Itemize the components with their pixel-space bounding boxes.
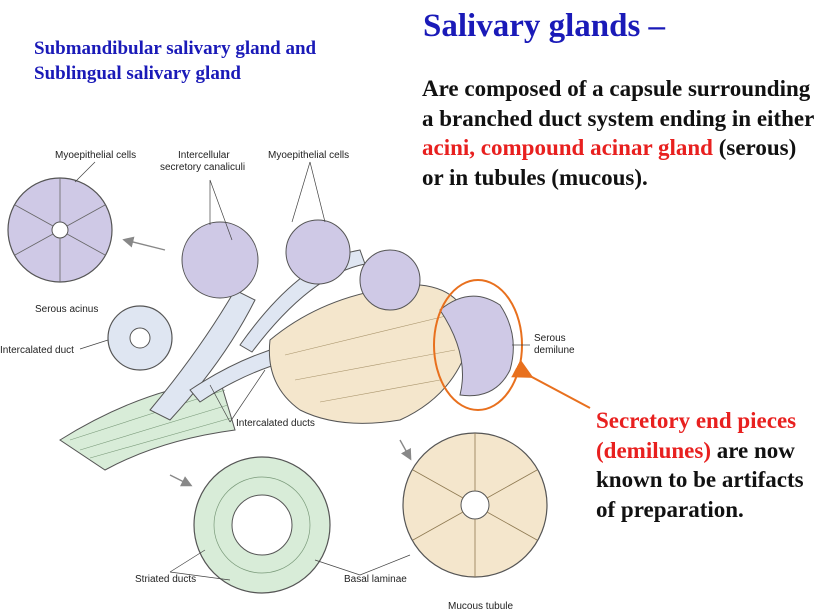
slide-subtitle: Submandibular salivary gland and Subling…	[34, 36, 414, 86]
label-serous-demilune-line1: Serous	[534, 333, 566, 344]
label-serous-demilune-line2: demilune	[534, 345, 575, 356]
slide-title: Salivary glands –	[423, 8, 666, 44]
serous-demilune-shape	[439, 295, 514, 397]
label-leader-lines	[74, 161, 530, 581]
striated-duct-cross-section	[193, 456, 331, 594]
salivary-gland-diagram: Myoepithelial cells Intercellular secret…	[0, 150, 591, 612]
body-text-highlight: acini, compound acinar gland	[422, 135, 713, 160]
arrow-to-serous-acinus	[122, 236, 166, 251]
label-intercellular-line2: secretory canaliculi	[160, 162, 245, 173]
serous-acinus-cross-section	[7, 177, 113, 283]
slide-body-text: Are composed of a capsule surrounding a …	[422, 74, 817, 192]
body-text-part-2: (serous) or in tubules (mucous).	[422, 135, 797, 190]
label-intercalated-duct: Intercalated duct	[0, 345, 74, 356]
demilune-pointer-arrow	[511, 359, 591, 409]
label-myoepithelial-cells-right: Myoepithelial cells	[268, 150, 349, 161]
note-rest: are now known to be artifacts of prepara…	[596, 437, 804, 522]
slide-note-text: Secretory end pieces (demilunes) are now…	[596, 406, 821, 524]
intercalated-duct-cross-section	[107, 305, 173, 371]
label-serous-acinus: Serous acinus	[35, 304, 98, 315]
label-basal-laminae: Basal laminae	[344, 574, 407, 585]
arrow-to-mucous-tubule	[399, 439, 412, 461]
mucous-tubule-mass	[268, 284, 471, 424]
label-myoepithelial-cells-left: Myoepithelial cells	[55, 150, 136, 161]
arrow-to-striated-duct	[169, 474, 193, 487]
subtitle-line-2: Sublingual salivary gland	[34, 63, 241, 84]
label-intercellular-line1: Intercellular	[178, 150, 230, 161]
subtitle-line-1: Submandibular salivary gland and	[34, 38, 317, 59]
label-striated-ducts: Striated ducts	[135, 574, 196, 585]
mucous-tubule-cross-section	[402, 432, 548, 578]
note-highlight: Secretory end pieces (demilunes)	[596, 408, 797, 463]
label-mucous-tubule: Mucous tubule	[448, 601, 513, 612]
label-intercalated-ducts: Intercalated ducts	[236, 418, 315, 429]
body-text-part-1: Are composed of a capsule surrounding a …	[422, 76, 814, 131]
serous-acini-cluster	[181, 219, 421, 311]
